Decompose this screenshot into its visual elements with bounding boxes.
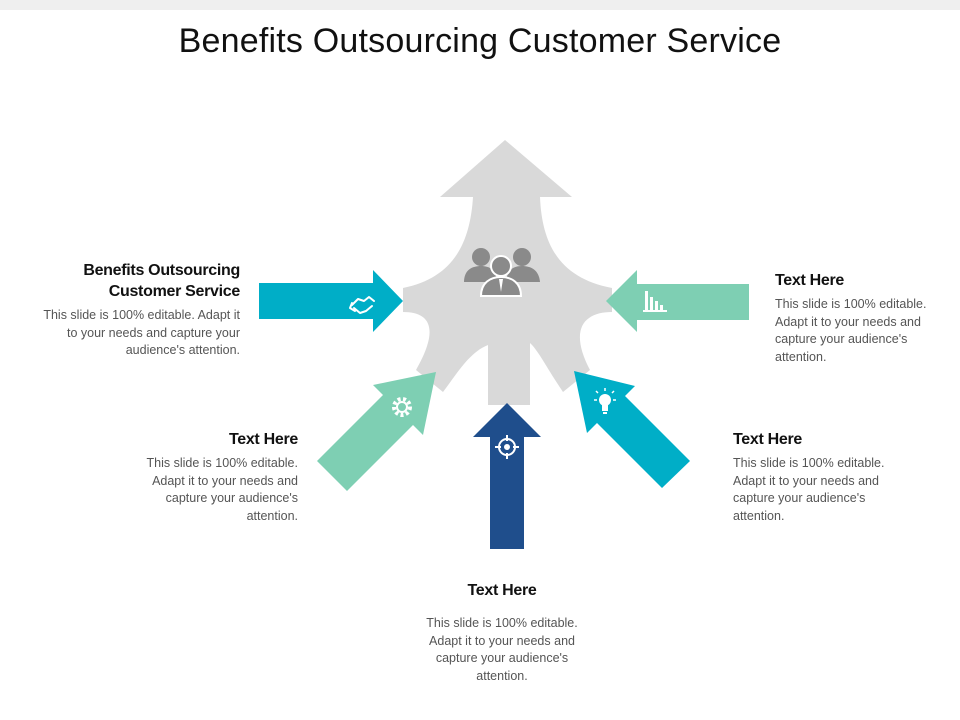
text-block-right: Text Here This slide is 100% editable. A… [775,270,940,366]
text-block-left: Benefits Outsourcing Customer Service Th… [30,260,240,360]
lightbulb-icon [594,388,616,414]
text-block-heading: Text Here [733,431,803,448]
right-arrow [606,270,749,332]
text-block-heading: Text Here [467,582,537,599]
bar-chart-icon [643,291,667,312]
lower-right-arrow [574,371,690,488]
text-block-heading: Benefits Outsourcing Customer Service [83,262,240,300]
text-block-lower-left: Text Here This slide is 100% editable. A… [135,429,299,525]
text-block-heading: Text Here [775,272,845,289]
bottom-arrow [473,403,541,549]
text-block-heading: Text Here [228,431,298,448]
target-icon [495,435,519,459]
text-block-body: This slide is 100% editable. Adapt it to… [426,616,578,683]
top-strip [0,0,960,10]
handshake-icon [349,296,375,314]
left-arrow [259,270,403,332]
text-block-body: This slide is 100% editable. Adapt it to… [775,297,927,364]
text-block-bottom: Text Here This slide is 100% editable. A… [418,580,586,685]
people-group-icon [464,248,540,297]
gear-icon [392,397,412,417]
text-block-body: This slide is 100% editable. Adapt it to… [733,456,885,523]
slide-title: Benefits Outsourcing Customer Service [178,22,782,60]
text-block-body: This slide is 100% editable. Adapt it to… [43,308,240,357]
text-block-lower-right: Text Here This slide is 100% editable. A… [733,429,898,525]
lower-left-arrow [317,372,436,491]
text-block-body: This slide is 100% editable. Adapt it to… [146,456,298,523]
